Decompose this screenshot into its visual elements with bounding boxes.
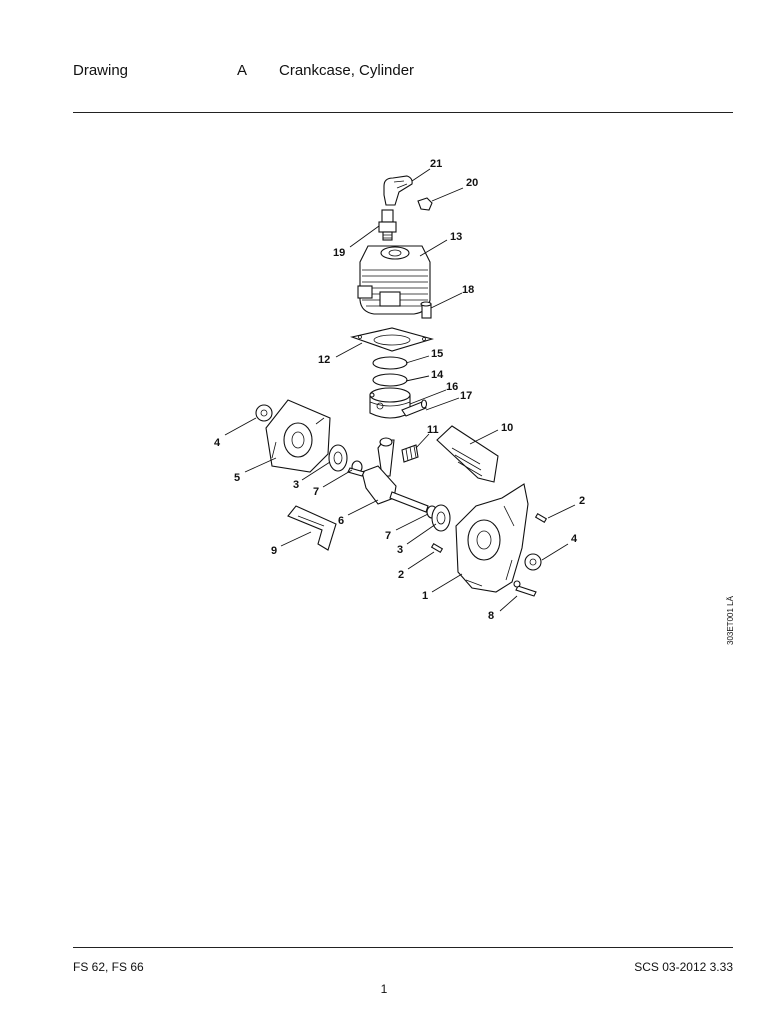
callout-18: 18 [462, 284, 474, 296]
callout-labels: 21 20 19 13 18 12 15 14 16 17 11 10 4 5 … [214, 158, 585, 622]
callout-7-right: 7 [385, 530, 391, 542]
part-plate-10 [436, 425, 499, 483]
part-screw-18 [420, 301, 432, 319]
callout-20: 20 [466, 177, 478, 189]
drawing-header: Drawing A Crankcase, Cylinder [73, 62, 733, 86]
footer-revision: SCS 03-2012 3.33 [634, 960, 733, 974]
part-crankshaft [347, 437, 429, 513]
part-needle-bearing [401, 444, 419, 463]
callout-16: 16 [446, 381, 458, 393]
callout-4-left: 4 [214, 437, 221, 449]
drawing-title: Crankcase, Cylinder [279, 62, 415, 79]
callout-3-left: 3 [293, 479, 299, 491]
part-bearing-left [328, 444, 348, 472]
callout-14: 14 [431, 369, 444, 381]
callout-13: 13 [450, 231, 462, 243]
callout-17: 17 [460, 390, 472, 402]
drawing-code: A [237, 62, 248, 79]
leader-lines [224, 168, 576, 612]
part-dowel-pin-left [430, 543, 444, 553]
callout-2-left: 2 [398, 569, 404, 581]
part-spark-plug [378, 209, 397, 241]
callout-15: 15 [431, 348, 443, 360]
callout-1: 1 [422, 590, 428, 602]
callout-3-right: 3 [397, 544, 403, 556]
callout-19: 19 [333, 247, 345, 259]
callout-6: 6 [338, 515, 344, 527]
part-dowel-pin-right [534, 513, 548, 523]
header-divider [73, 112, 733, 113]
callout-5: 5 [234, 472, 240, 484]
part-clip [417, 197, 433, 211]
part-piston-ring-15 [372, 356, 408, 370]
part-piston-pin [401, 399, 428, 417]
drawing-reference: 303ET001 LÄ [726, 595, 735, 645]
part-cylinder [357, 245, 431, 315]
part-crankcase-half-1 [455, 483, 529, 593]
part-plate-9 [287, 505, 337, 551]
drawing-label: Drawing [73, 62, 129, 79]
part-circlip [369, 392, 375, 398]
callout-8: 8 [488, 610, 494, 622]
footer-models: FS 62, FS 66 [73, 960, 144, 974]
part-bearing-right [431, 504, 451, 532]
part-seal-ring-right [524, 553, 542, 571]
callout-11: 11 [427, 424, 439, 436]
part-piston-ring-14 [372, 373, 408, 387]
footer-divider [73, 947, 733, 948]
callout-21: 21 [430, 158, 442, 170]
callout-7-left: 7 [313, 486, 319, 498]
callout-2-right: 2 [579, 495, 585, 507]
part-screw-8 [513, 580, 537, 597]
page-number: 1 [380, 982, 388, 996]
callout-4-right: 4 [571, 533, 578, 545]
callout-12: 12 [318, 354, 330, 366]
callout-9: 9 [271, 545, 277, 557]
part-seal-ring-left [255, 404, 273, 422]
part-spark-plug-boot [383, 175, 413, 206]
part-gasket [350, 327, 434, 352]
part-crankcase-half-5 [265, 399, 331, 473]
callout-10: 10 [501, 422, 513, 434]
